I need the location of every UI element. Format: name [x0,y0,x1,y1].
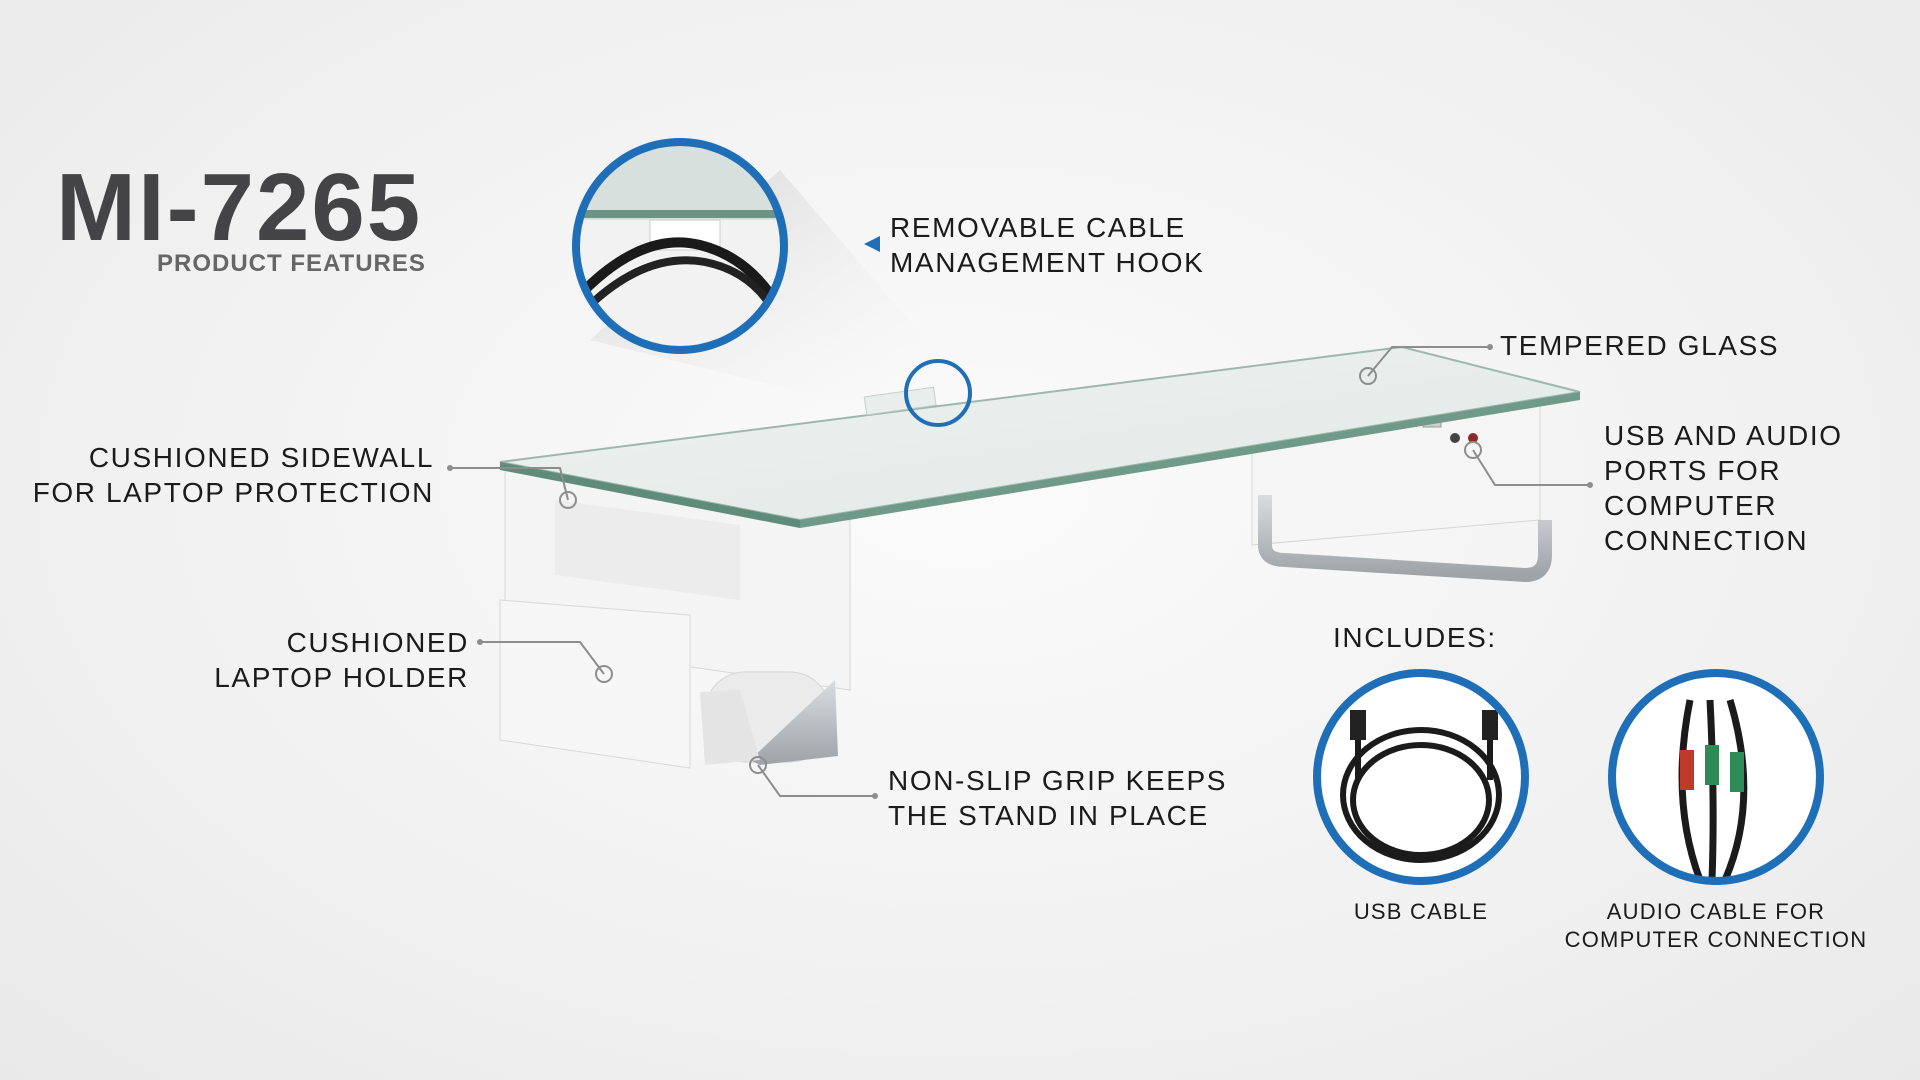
callout-grip: NON-SLIP GRIP KEEPS THE STAND IN PLACE [888,765,1228,831]
leader-lines [450,346,1590,797]
usb-cable-label: USB CABLE [1353,899,1489,924]
usb-cable-image [1313,669,1529,885]
page-subtitle: PRODUCT FEATURES [157,250,426,277]
leader-dots [447,344,1593,799]
model-title: MI-7265 [56,154,423,261]
audio-cable-label: AUDIO CABLE FOR COMPUTER CONNECTION [1564,899,1868,952]
leader-rings [559,367,1482,774]
callout-sidewall: CUSHIONED SIDEWALL FOR LAPTOP PROTECTION [32,442,434,508]
callout-cable-hook: REMOVABLE CABLE MANAGEMENT HOOK [890,212,1205,278]
callout-ports: USB AND AUDIO PORTS FOR COMPUTER CONNECT… [1604,420,1843,556]
zoom-target-circle [904,359,972,427]
cable-hook-zoom [572,138,788,354]
glass-top [499,345,1581,528]
includes-heading: INCLUDES: [1333,622,1497,653]
callout-tempered-glass: TEMPERED GLASS [1500,330,1780,361]
callout-laptop-holder: CUSHIONED LAPTOP HOLDER [214,627,469,693]
audio-cable-image [1608,669,1824,885]
left-leg [499,469,851,769]
pointer-triangle [864,236,880,252]
